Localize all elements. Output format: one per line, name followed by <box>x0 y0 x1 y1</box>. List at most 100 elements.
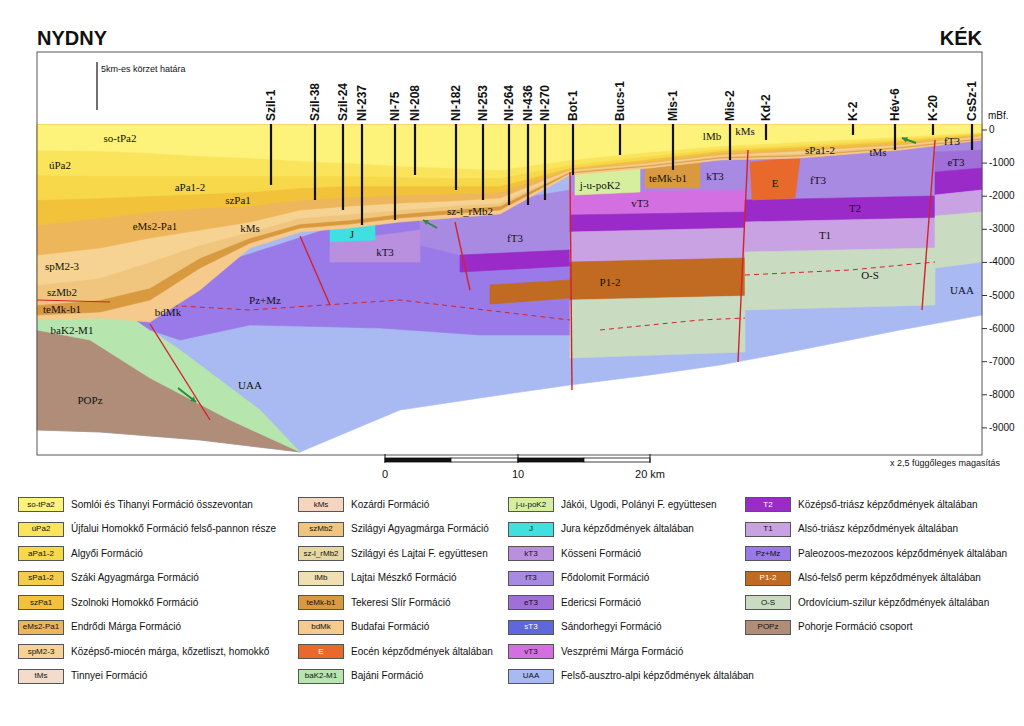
depth-tick-label: -2000 <box>989 190 1015 202</box>
middle-triassic-band <box>745 196 935 222</box>
direction-label: KÉK <box>940 27 982 50</box>
well-name: Nl-75 <box>388 92 402 121</box>
depth-tick <box>982 196 987 197</box>
legend-text: Szolnoki Homokkő Formáció <box>71 597 198 609</box>
neogene-layer <box>37 125 982 322</box>
well-name: K-20 <box>926 95 940 121</box>
well-track <box>619 124 621 155</box>
depth-tick-label: -6000 <box>989 323 1015 335</box>
movement-arrowhead <box>423 220 429 225</box>
legend-code: Pz+Mz <box>756 549 781 558</box>
legend-code: tMs <box>35 671 48 680</box>
legend-text: Tekeresi Slír Formáció <box>351 597 450 609</box>
formation-code: bdMk <box>155 306 181 319</box>
well-track <box>342 124 344 210</box>
section-frame <box>37 52 982 455</box>
legend-code: sPa1-2 <box>28 573 53 582</box>
well-name: CsSz-1 <box>965 81 979 121</box>
formation-code: eMs2-Pa1 <box>133 220 178 233</box>
legend-code: POPz <box>758 622 779 631</box>
formation-code: T2 <box>849 202 861 215</box>
legend-text: Edericsi Formáció <box>561 597 641 609</box>
legend-text: Kozárdi Formáció <box>351 499 429 511</box>
legend-code: kT3 <box>524 549 537 558</box>
well-track <box>572 124 574 175</box>
legend-text: Felső-ausztro-alpi képződmények általába… <box>561 670 754 682</box>
lower-triassic-band <box>570 228 745 262</box>
legend-text: Jákói, Ugodi, Polányi F. együttesen <box>561 499 717 511</box>
legend-text: Kösseni Formáció <box>561 548 641 560</box>
legend-code: úPa2 <box>32 524 51 533</box>
legend-code: O-S <box>761 598 775 607</box>
well-name: Bot-1 <box>566 90 580 121</box>
ordovician-silurian-band <box>935 212 982 268</box>
legend-code: eMs2-Pa1 <box>23 622 59 631</box>
legend-code: sT3 <box>524 622 537 631</box>
legend-code: baK2-M1 <box>305 671 337 680</box>
legend-code: eT3 <box>524 598 538 607</box>
legend-code: T1 <box>763 524 772 533</box>
well-name: Nl-264 <box>502 85 516 121</box>
legend-code: T2 <box>763 500 772 509</box>
formation-code: eT3 <box>947 156 964 169</box>
scale-bar-segment <box>518 458 584 462</box>
fault-line <box>455 222 470 290</box>
legend-text: Ordovícium-szilur képződmények általában <box>798 597 989 609</box>
lower-triassic-band <box>745 218 935 252</box>
depth-tick-label: 0 <box>989 124 995 136</box>
well-track <box>932 124 934 135</box>
formation-code: kMs <box>240 222 260 235</box>
legend-text: Szilágyi Agyagmárga Formáció <box>351 523 489 535</box>
legend-text: Szilágyi és Lajtai F. együttesen <box>351 548 488 560</box>
legend-text: Eocén képződmények általában <box>351 646 493 658</box>
well-name: Szil-24 <box>336 83 350 121</box>
eocene-unit <box>750 158 800 200</box>
axis-unit: mBf. <box>988 110 1009 122</box>
depth-tick <box>982 130 987 131</box>
well-name: Nl-237 <box>355 85 369 121</box>
well-name: Szil-1 <box>264 90 278 121</box>
depth-tick <box>982 328 987 329</box>
fault-line <box>922 140 935 310</box>
fault-line <box>300 236 330 305</box>
formation-code: T1 <box>819 229 831 242</box>
depth-tick <box>982 295 987 296</box>
movement-arrowhead <box>190 396 196 402</box>
well-name: Nl-208 <box>408 85 422 121</box>
formation-code: szPa1 <box>225 194 251 207</box>
legend-text: Sándorhegyi Formáció <box>561 621 662 633</box>
fault-line <box>37 300 110 302</box>
well-track <box>894 124 896 150</box>
formation-code: UAA <box>238 379 262 392</box>
formation-code: E <box>772 177 779 190</box>
legend-text: Alsó-felső perm képződmények általában <box>798 572 981 584</box>
well-track <box>482 124 484 200</box>
formation-code: teMk-b1 <box>649 172 687 185</box>
legend-text: Jura képződmények általában <box>561 523 694 535</box>
well-name: Mis-1 <box>666 90 680 121</box>
scale-label: 10 <box>512 468 524 481</box>
formation-code: UAA <box>950 284 974 297</box>
exaggeration-note: x 2,5 függőleges magasítás <box>890 458 1000 468</box>
well-name: Hév-6 <box>888 88 902 121</box>
neogene-layer <box>37 125 982 255</box>
scale-label: 20 km <box>635 468 665 481</box>
formation-code: lMb <box>703 130 721 143</box>
well-track <box>852 124 854 135</box>
movement-arrow <box>178 388 196 402</box>
well-track <box>672 124 674 170</box>
legend-text: Pohorje Formáció csoport <box>798 621 913 633</box>
depth-tick <box>982 427 987 428</box>
formation-code: P1-2 <box>600 276 621 289</box>
legend-text: Száki Agyagmárga Formáció <box>71 572 199 584</box>
well-track <box>314 124 316 200</box>
well-track <box>394 124 396 220</box>
legend-code: UAA <box>523 671 539 680</box>
formation-code: kT3 <box>376 246 394 259</box>
neogene-layer <box>37 125 982 315</box>
depth-tick <box>982 163 987 164</box>
well-track <box>270 124 272 185</box>
neogene-layer <box>37 125 982 305</box>
formation-code: szMb2 <box>47 286 77 299</box>
